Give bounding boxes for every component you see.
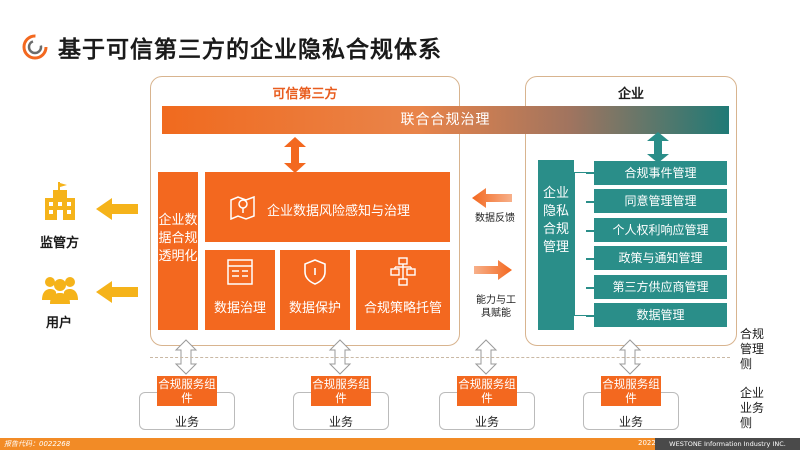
- privacy-compliance-mgmt-box: 企业隐私合规管理: [538, 160, 574, 330]
- service-component: 合规服务组件: [457, 376, 517, 406]
- compliance-transparency-box: 企业数据合规透明化: [156, 172, 198, 330]
- data-governance-box: 数据治理: [205, 250, 275, 330]
- regulator-label: 监管方: [40, 236, 80, 251]
- policy-hosting-label: 合规策略托管: [363, 301, 442, 316]
- shield-icon: [304, 259, 326, 285]
- enterprise-item: 政策与通知管理: [594, 246, 727, 270]
- map-pin-icon: [230, 195, 255, 220]
- footer-company: WESTONE Information Industry INC.: [655, 438, 800, 450]
- enterprise-label: 企业: [617, 87, 644, 102]
- compliance-side-label: 合规管理侧: [740, 327, 765, 371]
- enterprise-item: 同意管理管理: [594, 189, 727, 213]
- enterprise-item: 个人权利响应管理: [594, 218, 727, 242]
- hierarchy-icon: [390, 257, 416, 286]
- bracket-tick: [586, 230, 594, 232]
- footer-bar: [0, 438, 800, 450]
- footer-report-code: 报告代码：0022268: [4, 440, 71, 448]
- bracket-tick: [586, 287, 594, 289]
- feedback-label: 数据反馈: [475, 213, 515, 224]
- joint-governance-bar: 联合合规治理: [162, 106, 729, 134]
- enterprise-item: 数据管理: [594, 303, 727, 327]
- user-arrow: [96, 281, 138, 303]
- risk-awareness-label: 企业数据风险感知与治理: [267, 204, 411, 219]
- document-list-icon: [227, 259, 253, 285]
- risk-awareness-box: 企业数据风险感知与治理: [205, 172, 450, 242]
- enterprise-item: 合规事件管理: [594, 161, 727, 185]
- third-party-double-arrow: [284, 137, 306, 173]
- empower-label: 能力与工具赋能: [476, 295, 516, 319]
- regulator-arrow: [96, 198, 138, 220]
- data-protection-label: 数据保护: [288, 301, 341, 316]
- users-icon: [42, 277, 78, 304]
- bracket-tick: [586, 201, 594, 203]
- building-icon: [45, 182, 75, 220]
- footer-year: 2022: [638, 439, 656, 447]
- feedback-arrow: [472, 188, 512, 208]
- service-component: 合规服务组件: [311, 376, 371, 406]
- bracket-tick: [586, 315, 594, 317]
- enterprise-item: 第三方供应商管理: [594, 275, 727, 299]
- divider-line: [150, 357, 730, 358]
- service-component: 合规服务组件: [601, 376, 661, 406]
- business-side-label: 企业业务侧: [740, 386, 765, 430]
- page-title: 基于可信第三方的企业隐私合规体系: [58, 37, 442, 63]
- bracket-tick: [586, 172, 594, 174]
- enterprise-bracket: [574, 172, 586, 316]
- user-label: 用户: [46, 316, 73, 331]
- data-protection-box: 数据保护: [280, 250, 350, 330]
- business-box: 业务: [583, 392, 679, 430]
- policy-hosting-box: 合规策略托管: [356, 250, 450, 330]
- third-party-label: 可信第三方: [272, 87, 338, 102]
- bracket-tick: [586, 258, 594, 260]
- service-component: 合规服务组件: [157, 376, 217, 406]
- empower-arrow: [474, 260, 512, 280]
- enterprise-double-arrow: [647, 132, 669, 163]
- circle-logo-icon: [22, 34, 48, 60]
- data-governance-label: 数据治理: [213, 301, 266, 316]
